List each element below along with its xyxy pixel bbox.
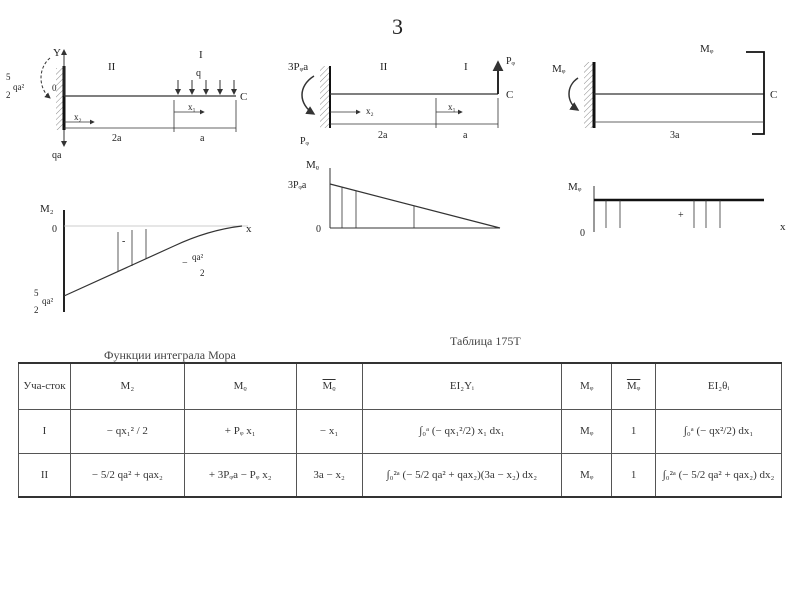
cell-mphi-bar: 1	[611, 452, 657, 498]
plot-1-end-value-den: 2	[200, 268, 205, 278]
beam-1-end-c: C	[240, 91, 247, 103]
plot-2-line	[329, 183, 501, 229]
beam-3-moment-right: Mᵩ	[700, 43, 714, 55]
cell-mp: + 3Pᵩa − Pᵩ x₂	[183, 452, 297, 498]
cell-mp-bar: 3a − x₂	[295, 452, 363, 498]
plot-3-sign: +	[678, 210, 684, 221]
beam-2-wall	[320, 66, 330, 128]
beam-1-load-q: q	[196, 68, 201, 79]
beam-2-moment-label: 3Pᵩa	[288, 61, 308, 73]
beam-1-reaction: qa	[52, 150, 62, 161]
cell-eiy: ∫₀²ᵃ (− 5/2 qa² + qax₂)(3a − x₂) dx₂	[361, 452, 563, 498]
table-row: II − 5/2 qa² + qax₂ + 3Pᵩa − Pᵩ x₂ 3a − …	[18, 452, 782, 498]
beam-3-moment-left: Mᵩ	[552, 63, 566, 75]
cell-mz: − 5/2 qa² + qax₂	[69, 452, 185, 498]
header-eitheta: EI₂θᵢ	[655, 362, 782, 410]
cell-eiy: ∫₀ᵃ (− qx₁²/2) x₁ dx₁	[361, 408, 563, 454]
beam-1-wall	[56, 68, 64, 130]
beam-2-span-2a: 2a	[378, 130, 388, 141]
beam-3-end-moment	[746, 51, 765, 135]
table-row: I − qx₁² / 2 + Pᵩ x₁ − x₁ ∫₀ᵃ (− qx₁²/2)…	[18, 408, 782, 454]
plot-1-end-value: qa²	[192, 252, 203, 262]
beam-1-x1: x₁	[188, 102, 196, 112]
table-caption: Таблица 175Т	[450, 334, 521, 348]
plot-3-axis-label: Mᵩ	[568, 181, 582, 193]
plot-1-sign: -	[122, 236, 125, 247]
plot-1-start-num: 5	[34, 288, 39, 298]
cell-section: II	[18, 452, 71, 498]
beam-1-distributed-load	[175, 80, 237, 95]
beam-3-end-c: C	[770, 89, 777, 101]
beam-2-span-a: a	[463, 130, 468, 141]
beam-1-axis-y-label: Y	[53, 47, 61, 59]
cell-section: I	[18, 408, 71, 454]
plot-1-axis-label: M₂	[40, 203, 54, 215]
plot-3-x-axis: x	[780, 221, 786, 233]
beam-1-moment-qa: qa²	[13, 82, 24, 92]
beam-1-x2: x₂	[74, 112, 82, 122]
cell-mphi: Mᵩ	[561, 408, 613, 454]
beam-1-section-2: II	[108, 61, 116, 73]
plot-1: M₂ 0 x - − qa² 2 5 2 qa²	[34, 203, 252, 315]
beam-2-reaction: Pᵩ	[300, 136, 310, 147]
beam-1: Y 5 2 qa² 0 II I q x₂ x₁ C qa 2a a	[6, 47, 247, 161]
plot-1-start-qa: qa²	[42, 296, 53, 306]
header-section: Уча-сток	[18, 362, 71, 410]
plot-2-start-value: 3Pᵩa	[288, 180, 307, 191]
plot-2: Mᵨ 3Pᵩa 0	[288, 159, 501, 235]
page-number: 3	[392, 14, 403, 39]
beam-2-section-2: II	[380, 61, 388, 73]
plot-2-axis-label: Mᵨ	[306, 159, 319, 171]
beam-2-x2: x₂	[366, 106, 374, 116]
plot-2-zero: 0	[316, 224, 321, 235]
beam-2: 3Pᵩa II I Pᵩ x₂ x₁ C Pᵩ 2a a	[288, 56, 516, 147]
table-title: Функции интеграла Мора	[104, 348, 236, 362]
beam-1-moment-den: 2	[6, 90, 11, 100]
cell-mphi: Mᵩ	[561, 452, 613, 498]
beam-2-force-label: Pᵩ	[506, 56, 516, 67]
beam-3-moment-arc	[568, 77, 580, 111]
beam-2-moment-arc	[301, 75, 316, 115]
plot-3-zero: 0	[580, 228, 585, 239]
cell-mp-bar: − x₁	[295, 408, 363, 454]
plot-1-x-axis: x	[246, 223, 252, 235]
cell-eitheta: ∫₀ᵃ (− qx²/2) dx₁	[655, 408, 782, 454]
beam-1-moment-arc	[40, 57, 51, 99]
beam-1-section-1: I	[199, 49, 203, 61]
plot-1-start-den: 2	[34, 305, 39, 315]
cell-mphi-bar: 1	[611, 408, 657, 454]
cell-mz: − qx₁² / 2	[69, 408, 185, 454]
header-eiy: EI₂Yᵢ	[361, 362, 563, 410]
beam-3-wall	[584, 62, 594, 128]
beam-1-origin: 0	[52, 83, 57, 93]
header-mphi: Mᵩ	[561, 362, 613, 410]
plot-3: Mᵩ 0 x +	[568, 181, 786, 239]
header-mz: M₂	[69, 362, 185, 410]
mohr-integral-table: Уча-сток M₂ Mᵨ Mᵨ EI₂Yᵢ Mᵩ Mᵩ EI₂θᵢ I − …	[18, 362, 782, 498]
beam-1-moment-num: 5	[6, 72, 11, 82]
table-header-row: Уча-сток M₂ Mᵨ Mᵨ EI₂Yᵢ Mᵩ Mᵩ EI₂θᵢ	[18, 362, 782, 410]
beam-2-section-1: I	[464, 61, 468, 73]
cell-eitheta: ∫₀²ᵃ (− 5/2 qa² + qax₂) dx₂	[655, 452, 782, 498]
beam-2-end-c: C	[506, 89, 513, 101]
plot-1-curve	[63, 225, 243, 297]
beam-3: Mᵩ Mᵩ C 3a	[552, 43, 777, 141]
plot-1-zero: 0	[52, 224, 57, 235]
beam-3-span-3a: 3a	[670, 130, 680, 141]
cell-mp: + Pᵩ x₁	[183, 408, 297, 454]
beam-1-span-a: a	[200, 133, 205, 144]
header-mp-bar: Mᵨ	[295, 362, 363, 410]
header-mp: Mᵨ	[183, 362, 297, 410]
header-mphi-bar: Mᵩ	[611, 362, 657, 410]
beam-diagrams-figure: Y 5 2 qa² 0 II I q x₂ x₁ C qa 2a a 3Pᵩa …	[6, 43, 786, 315]
plot-1-end-sign: −	[182, 258, 188, 269]
beam-1-span-2a: 2a	[112, 133, 122, 144]
beam-2-x1: x₁	[448, 102, 456, 112]
